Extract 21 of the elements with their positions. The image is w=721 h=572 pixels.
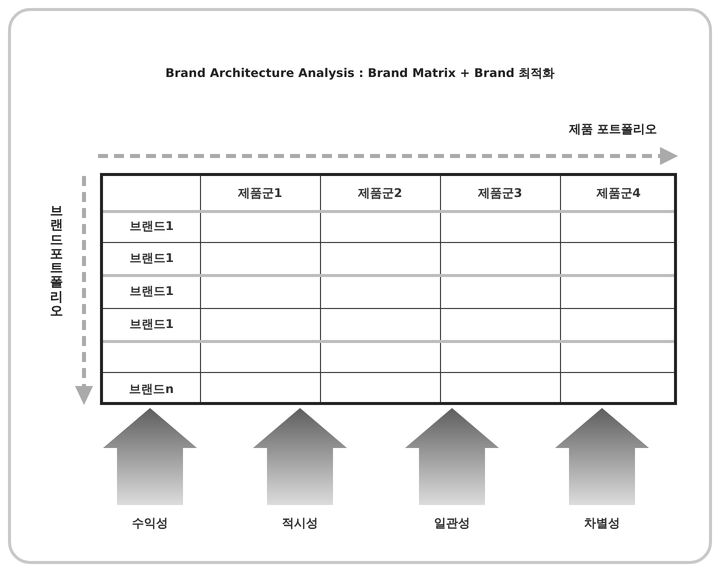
column-header: 제품군1 — [238, 185, 282, 202]
column-header: 제품군3 — [478, 185, 522, 202]
block-arrow — [405, 408, 499, 505]
criterion-label: 차별성 — [547, 505, 657, 541]
diagram-title: Brand Architecture Analysis : Brand Matrix + Brand 최적화 — [164, 65, 556, 82]
block-arrow — [253, 408, 347, 505]
axis-label: 제품 포트폴리오 — [568, 121, 657, 138]
row-header: 브랜드1 — [129, 283, 174, 300]
matrix-table — [100, 173, 677, 405]
column-header: 제품군2 — [358, 185, 402, 202]
row-header: 브랜드1 — [129, 250, 174, 267]
row-header: 브랜드1 — [129, 218, 174, 235]
axis-label: 브랜드 포트폴리오 — [50, 205, 63, 320]
row-header: 브랜드1 — [129, 316, 174, 333]
column-header: 제품군4 — [596, 185, 641, 202]
row-header: 브랜드n — [129, 380, 174, 398]
block-arrow — [555, 408, 649, 505]
criterion-label: 수익성 — [95, 505, 205, 541]
criterion-label: 적시성 — [245, 505, 355, 541]
block-arrow — [103, 408, 197, 505]
criterion-label: 일관성 — [397, 505, 507, 541]
